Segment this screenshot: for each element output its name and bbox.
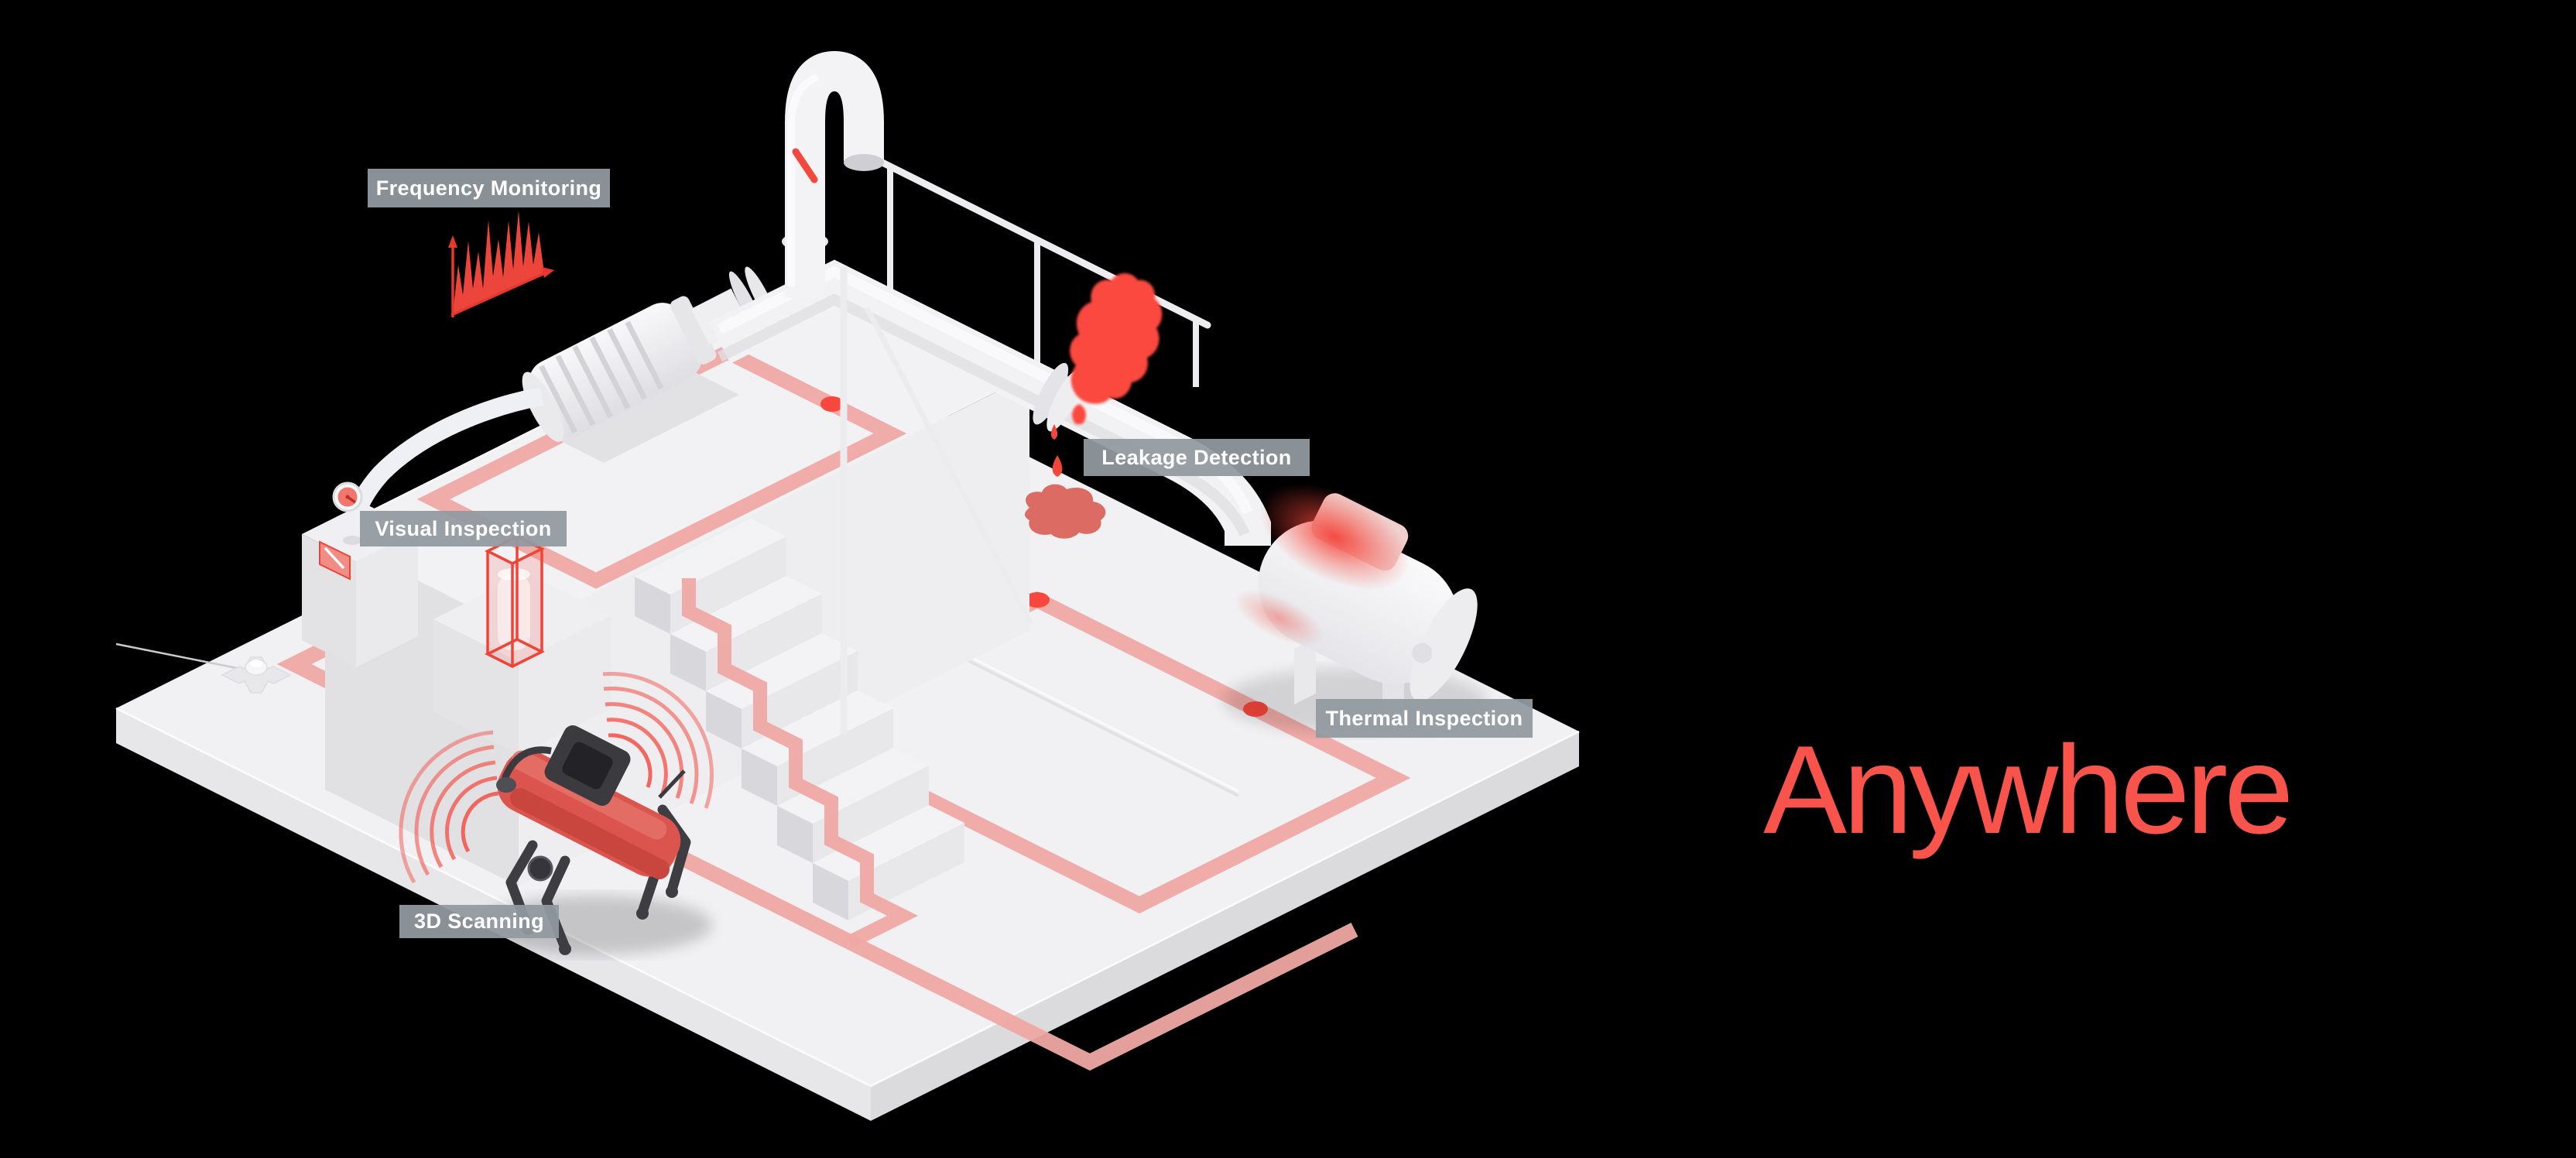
- leak-drip: [1050, 424, 1058, 440]
- annotation-thermal-inspection: Thermal Inspection: [1316, 699, 1533, 738]
- robot-front-sensor: [527, 855, 553, 882]
- dock-cable: [115, 642, 257, 673]
- robot-dome-sensor: [496, 777, 516, 793]
- frequency-chart-icon: [448, 211, 554, 317]
- patrol-path-stairs: [682, 578, 919, 949]
- annotation-visual-inspection: Visual Inspection: [360, 511, 567, 546]
- robot-antenna: [658, 769, 686, 799]
- annotation-frequency-monitoring: Frequency Monitoring: [368, 169, 610, 207]
- red-valve-handle: [792, 148, 818, 183]
- factory-illustration: [115, 50, 1580, 1121]
- patrol-segment-bottom: [846, 923, 1358, 1071]
- visual-inspection-target-box: [485, 535, 545, 668]
- waypoint-dot: [820, 396, 844, 412]
- lidar-scan-arcs-left: [399, 730, 499, 884]
- gauge-needle: [324, 546, 345, 570]
- handrail-pole: [864, 307, 1034, 625]
- chimney-vent-pipe: [782, 50, 884, 298]
- leak-puddle: [1025, 484, 1106, 539]
- pump-motor: [332, 266, 777, 545]
- thermal-hotspot: [1259, 483, 1410, 591]
- lidar-scan-arcs-right: [602, 672, 714, 809]
- chimney-opening: [844, 154, 884, 171]
- support-poles: [840, 267, 1034, 734]
- headline-anywhere: Anywhere: [1763, 720, 2293, 860]
- leakage-assembly: [1025, 273, 1163, 539]
- waypoint-dot: [1025, 592, 1050, 608]
- robot-handle: [501, 746, 552, 780]
- gauge-pipe: [343, 387, 544, 540]
- annotation-3d-scanning: 3D Scanning: [399, 905, 559, 938]
- annotation-leakage-detection: Leakage Detection: [1084, 439, 1310, 476]
- docking-station: [115, 642, 292, 694]
- gas-leak-cloud: [1070, 273, 1163, 404]
- leak-drip: [1052, 455, 1063, 477]
